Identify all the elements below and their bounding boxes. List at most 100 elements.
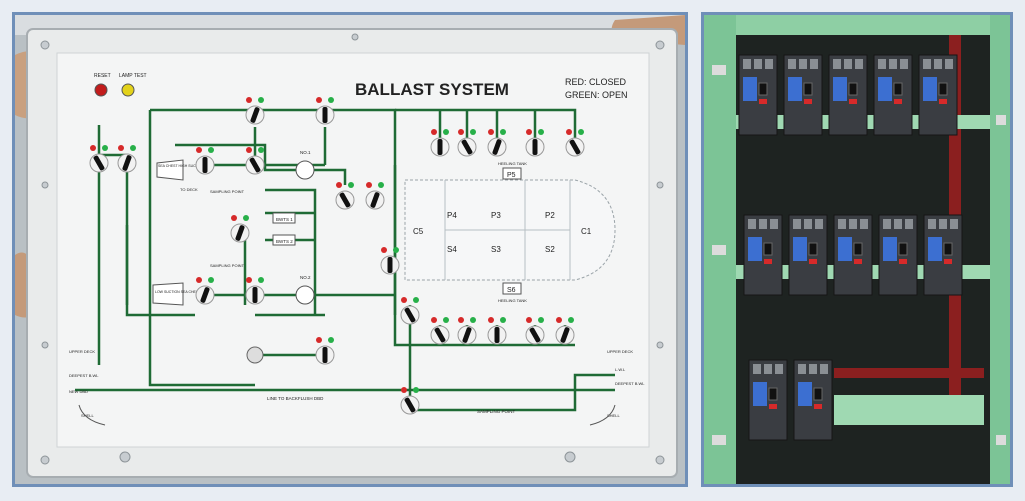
valve-handle[interactable] (560, 327, 570, 344)
breaker-terminal (950, 219, 958, 229)
breaker-terminal (798, 364, 806, 374)
breaker-terminal (833, 59, 841, 69)
valve-handle[interactable] (461, 139, 473, 155)
breaker-terminal (905, 219, 913, 229)
closed-indicator-led (316, 97, 322, 103)
sea-chest-high (156, 159, 184, 181)
valve-handle[interactable] (494, 327, 500, 343)
breaker-toggle[interactable] (803, 82, 813, 96)
valve-handle[interactable] (404, 307, 416, 323)
deepest-right: DEEPEST B.WL (615, 381, 645, 386)
heeling-tank-p5 (502, 167, 522, 180)
valve-handle[interactable] (437, 139, 443, 155)
breaker-toggle[interactable] (768, 387, 778, 401)
shell-left: SHELL (81, 413, 94, 418)
breaker-terminal (788, 59, 796, 69)
valve-handle[interactable] (532, 139, 538, 155)
breaker-toggle[interactable] (848, 82, 858, 96)
breaker-terminal (849, 219, 857, 229)
breaker-label-plate (838, 237, 852, 261)
closed-indicator-led (246, 97, 252, 103)
open-indicator-led (393, 247, 399, 253)
pump-1 (295, 160, 315, 180)
lwl-right: L.W.L (615, 367, 626, 372)
breaker-terminal (923, 59, 931, 69)
breaker-label-plate (788, 77, 802, 101)
tank-c1: C1 (581, 227, 592, 236)
valve-handle[interactable] (235, 225, 245, 242)
breaker-trip-indicator (764, 259, 772, 264)
sea-chest-low (152, 282, 184, 306)
valve-handle[interactable] (492, 139, 502, 156)
valve-handle[interactable] (322, 347, 328, 363)
breaker-terminal (799, 59, 807, 69)
breaker-label-plate (743, 77, 757, 101)
breaker-toggle[interactable] (893, 82, 903, 96)
closed-indicator-led (458, 317, 464, 323)
tank-p4: P4 (447, 211, 457, 220)
open-indicator-led (568, 317, 574, 323)
open-indicator-led (208, 147, 214, 153)
valve-handle[interactable] (122, 155, 132, 172)
valve-handle[interactable] (252, 287, 258, 303)
breaker-terminal (900, 59, 908, 69)
closed-indicator-led (118, 145, 124, 151)
breaker-trip-indicator (944, 259, 952, 264)
reset-button[interactable] (94, 83, 108, 97)
valve-handle[interactable] (569, 139, 581, 155)
valve-handle[interactable] (250, 107, 260, 124)
sampling-point-2: SAMPLING POINT (210, 263, 245, 268)
breaker-toggle[interactable] (808, 242, 818, 256)
valve-handle[interactable] (200, 287, 210, 304)
valve-handle[interactable] (462, 327, 472, 344)
line-backflush: LINE TO BACKFLUSH DBD (267, 396, 324, 401)
valve-handle[interactable] (404, 397, 416, 413)
breaker-label-plate (748, 237, 762, 261)
breaker-trip-indicator (809, 259, 817, 264)
breaker-terminal (939, 219, 947, 229)
breaker-toggle[interactable] (758, 82, 768, 96)
open-indicator-led (328, 97, 334, 103)
open-indicator-led (413, 387, 419, 393)
lamp-test-button[interactable] (121, 83, 135, 97)
breaker-toggle[interactable] (813, 387, 823, 401)
breaker-label-plate (883, 237, 897, 261)
closed-indicator-led (231, 215, 237, 221)
valve-handle[interactable] (93, 155, 105, 171)
pipe-network (75, 108, 615, 412)
valve-handle[interactable] (529, 327, 541, 343)
valve-handle[interactable] (249, 157, 261, 173)
breaker-trip-indicator (894, 99, 902, 104)
breaker-label-plate (798, 382, 812, 406)
breaker-cabinet-svg (704, 15, 1010, 484)
open-indicator-led (443, 129, 449, 135)
open-indicator-led (500, 317, 506, 323)
bwts2-label: BWTS 2 (276, 239, 293, 244)
heeling-tank-s6 (502, 282, 522, 295)
valve-handle[interactable] (339, 192, 351, 208)
valve-handle[interactable] (370, 192, 380, 209)
breaker-toggle[interactable] (938, 82, 948, 96)
breaker-label-plate (793, 237, 807, 261)
valve-handle[interactable] (387, 257, 393, 273)
bwts-1 (272, 212, 296, 224)
breaker-trip-indicator (939, 99, 947, 104)
tank-p2: P2 (545, 211, 555, 220)
valve-handle[interactable] (434, 327, 446, 343)
breaker-terminal (759, 219, 767, 229)
breaker-toggle[interactable] (943, 242, 953, 256)
lamp-test-label: LAMP TEST (119, 73, 147, 79)
breaker-toggle[interactable] (853, 242, 863, 256)
heeling-top-label: HEELING TANK (498, 161, 527, 166)
cabinet-top-frame (704, 15, 1010, 35)
heeling-bottom-label: HEELING TANK (498, 298, 527, 303)
valve-handle[interactable] (202, 157, 208, 173)
closed-indicator-led (196, 277, 202, 283)
breaker-toggle[interactable] (763, 242, 773, 256)
closed-indicator-led (431, 129, 437, 135)
breaker-label-plate (928, 237, 942, 261)
breaker-toggle[interactable] (898, 242, 908, 256)
valve-handle[interactable] (322, 107, 328, 123)
breaker-label-plate (833, 77, 847, 101)
